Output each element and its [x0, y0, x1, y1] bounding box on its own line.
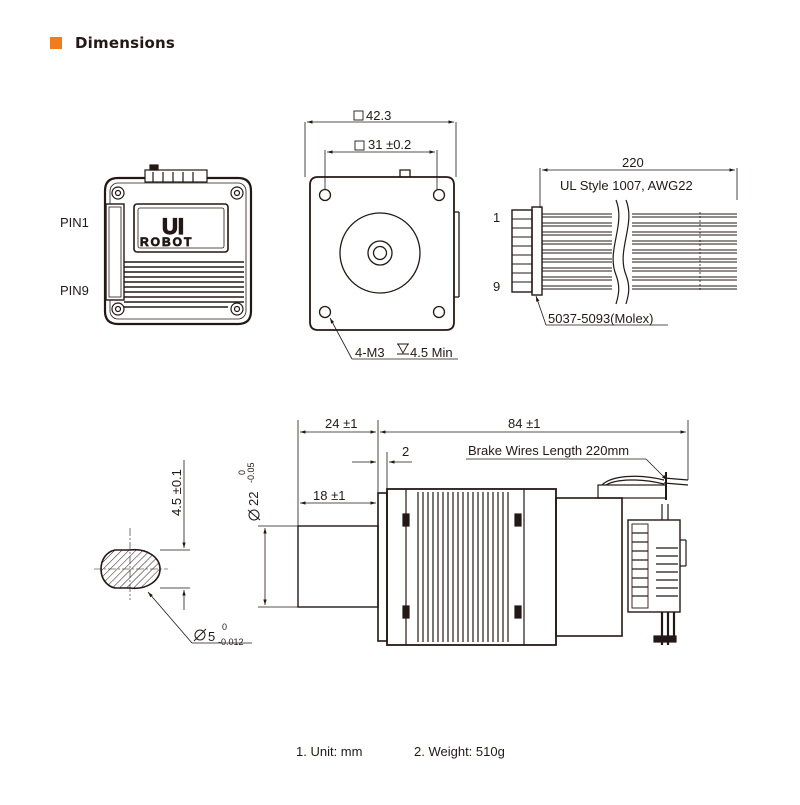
cable-pin9-label: 9 [493, 279, 500, 294]
connector-label: 5037-5093(Molex) [548, 311, 654, 326]
svg-text:-0.012: -0.012 [218, 637, 244, 647]
shaft-diameter-dim: 5 0 -0.012 [193, 622, 244, 647]
front-view [304, 110, 460, 360]
side-view [258, 420, 689, 646]
shaft-section [94, 460, 252, 644]
hole-depth-label: 4.5 Min [410, 345, 453, 360]
header-square-icon [50, 37, 62, 49]
unit-note: 1. Unit: mm [296, 744, 363, 759]
hole-spec-label: 4-M3 [355, 345, 385, 360]
section-title: Dimensions [75, 34, 176, 52]
pin1-label: PIN1 [60, 215, 89, 230]
svg-text:0: 0 [237, 470, 247, 475]
dim-shaft-length: 24 ±1 [325, 416, 357, 431]
cable-view [511, 168, 738, 326]
svg-text:4.5 ±0.1: 4.5 ±0.1 [169, 469, 184, 516]
flat-dim: 4.5 ±0.1 [169, 469, 184, 516]
brake-wires-label: Brake Wires Length 220mm [468, 443, 629, 458]
pin9-label: PIN9 [60, 283, 89, 298]
logo-robot: ROBOT [140, 235, 193, 249]
dim-inner-label: 31 ±0.2 [368, 137, 411, 152]
svg-text:-0.05: -0.05 [246, 462, 256, 483]
svg-text:0: 0 [222, 622, 227, 632]
cable-spec-label: UL Style 1007, AWG22 [560, 178, 693, 193]
cable-pin1-label: 1 [493, 210, 500, 225]
logo-ui: UI [162, 214, 184, 239]
dim-flat-length: 18 ±1 [313, 488, 345, 503]
svg-text:22: 22 [246, 492, 261, 506]
svg-text:5: 5 [208, 629, 215, 644]
cable-length-label: 220 [622, 155, 644, 170]
section-header: Dimensions [50, 34, 175, 52]
dim-pilot-depth: 2 [402, 444, 409, 459]
dim-body-length: 84 ±1 [508, 416, 540, 431]
pilot-diameter-dim: 22 0 -0.05 [237, 462, 261, 521]
rear-view [103, 164, 253, 326]
weight-note: 2. Weight: 510g [414, 744, 505, 759]
dim-outer-label: 42.3 [366, 108, 391, 123]
